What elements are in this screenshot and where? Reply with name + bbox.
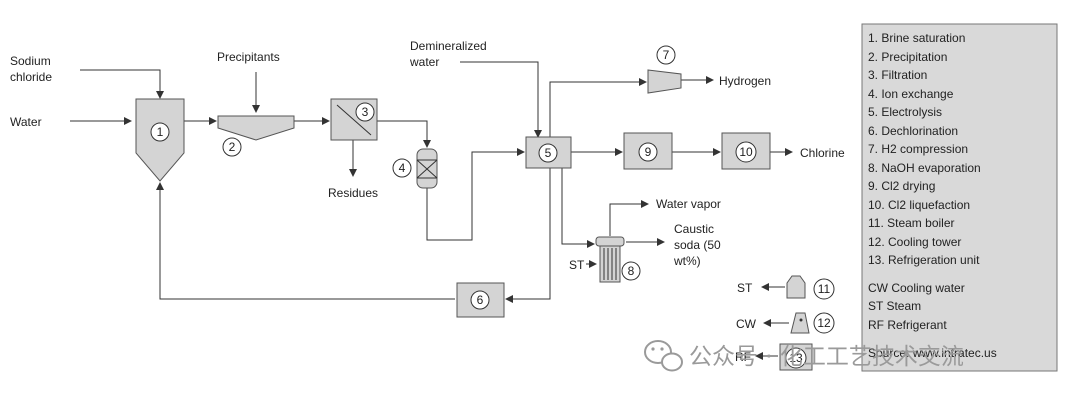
legend: 1. Brine saturation 2. Precipitation 3. … [861, 23, 1058, 372]
refrigerant-label: RF [735, 350, 751, 364]
water-vapor-label: Water vapor [656, 197, 721, 211]
legend-utility: RF Refrigerant [868, 318, 947, 332]
svg-text:13: 13 [789, 351, 803, 365]
svg-text:10: 10 [739, 145, 753, 159]
steam-input-label: ST [569, 258, 585, 272]
legend-item: 4. Ion exchange [868, 87, 954, 101]
legend-item: 1. Brine saturation [868, 31, 965, 45]
stream-lines [70, 61, 793, 360]
svg-text:4: 4 [399, 161, 406, 175]
caustic-soda-label: Caustic [674, 222, 714, 236]
water-label: Water [10, 115, 42, 129]
stream-labels: Sodium chloride Water Precipitants Resid… [10, 39, 845, 364]
sodium-chloride-label: Sodium [10, 54, 51, 68]
demineralized-water-label-2: water [409, 55, 439, 69]
legend-item: 11. Steam boiler [868, 216, 955, 230]
svg-text:5: 5 [545, 146, 552, 160]
unit-4-ion-exchanger [416, 148, 438, 189]
svg-text:11: 11 [818, 282, 831, 296]
legend-utility: CW Cooling water [868, 281, 965, 295]
watermark-text: 公众号 · 化工工艺技术交流 [689, 344, 964, 370]
hydrogen-label: Hydrogen [719, 74, 771, 88]
demineralized-water-label: Demineralized [410, 39, 487, 53]
caustic-soda-label-3: wt%) [673, 254, 701, 268]
legend-item: 12. Cooling tower [868, 235, 961, 249]
precipitants-label: Precipitants [217, 50, 280, 64]
legend-item: 8. NaOH evaporation [868, 161, 981, 175]
unit-7-compressor [647, 69, 682, 94]
legend-item: 2. Precipitation [868, 50, 947, 64]
legend-item: 13. Refrigeration unit [868, 253, 980, 267]
legend-item: 3. Filtration [868, 68, 927, 82]
legend-item: 5. Electrolysis [868, 105, 942, 119]
wechat-icon [644, 340, 683, 372]
chlorine-label: Chlorine [800, 146, 845, 160]
svg-text:6: 6 [477, 293, 484, 307]
residues-label: Residues [328, 186, 378, 200]
legend-utility: ST Steam [868, 299, 921, 313]
svg-text:7: 7 [663, 48, 670, 62]
legend-item: 6. Dechlorination [868, 124, 958, 138]
legend-source: Source: www.intratec.us [868, 346, 997, 360]
sodium-chloride-label-2: chloride [10, 70, 52, 84]
unit-8-evaporator [595, 236, 625, 283]
svg-text:3: 3 [362, 105, 369, 119]
steam-output-label: ST [737, 281, 753, 295]
legend-item: 9. Cl2 drying [868, 179, 935, 193]
svg-text:12: 12 [817, 316, 831, 330]
unit-11-steam-boiler [786, 275, 806, 299]
legend-item: 7. H2 compression [868, 142, 968, 156]
svg-text:9: 9 [645, 145, 652, 159]
svg-text:2: 2 [229, 140, 236, 154]
unit-2-precipitator [217, 115, 295, 141]
unit-12-cooling-tower [790, 312, 810, 334]
watermark: 公众号 · 化工工艺技术交流 [644, 340, 964, 372]
caustic-soda-label-2: soda (50 [674, 238, 721, 252]
svg-text:8: 8 [628, 264, 635, 278]
legend-item: 10. Cl2 liquefaction [868, 198, 970, 212]
cooling-water-label: CW [736, 317, 757, 331]
unit-number-labels: 1 2 3 4 5 6 7 8 9 10 11 12 13 [150, 45, 835, 369]
svg-text:1: 1 [157, 125, 164, 139]
